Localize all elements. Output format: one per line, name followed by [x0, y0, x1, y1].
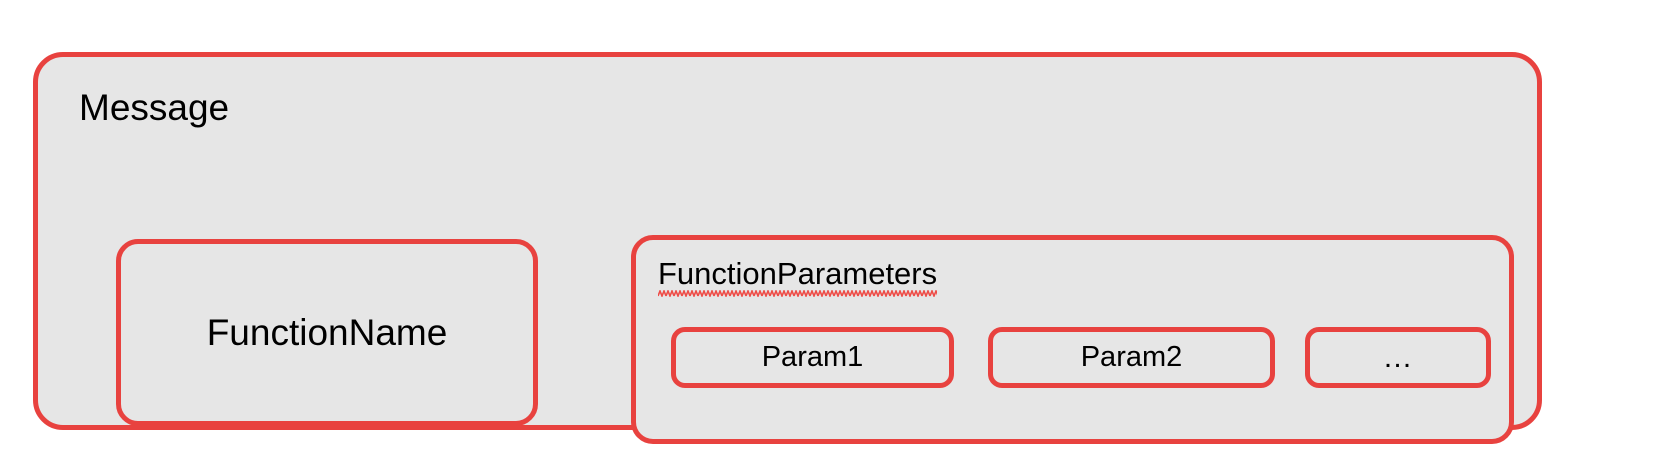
param-label-ellipsis: … — [1382, 340, 1414, 374]
param-box-more[interactable]: … — [1305, 327, 1491, 388]
function-parameters-box[interactable]: FunctionParameters Param1 Param2 … — [631, 235, 1514, 444]
param-box[interactable]: Param1 — [671, 327, 954, 388]
function-name-box[interactable]: FunctionName — [116, 239, 538, 426]
function-name-label: FunctionName — [206, 312, 448, 353]
message-container[interactable]: Message FunctionName FunctionParameters … — [33, 52, 1542, 444]
param-label: Param2 — [1080, 341, 1183, 373]
message-label: Message — [79, 87, 230, 128]
param-label: Param1 — [761, 341, 864, 373]
param-box[interactable]: Param2 — [988, 327, 1275, 388]
spellcheck-squiggle-icon — [658, 290, 938, 297]
function-parameters-label-wrap: FunctionParameters — [658, 256, 938, 297]
function-parameters-label: FunctionParameters — [658, 256, 938, 291]
